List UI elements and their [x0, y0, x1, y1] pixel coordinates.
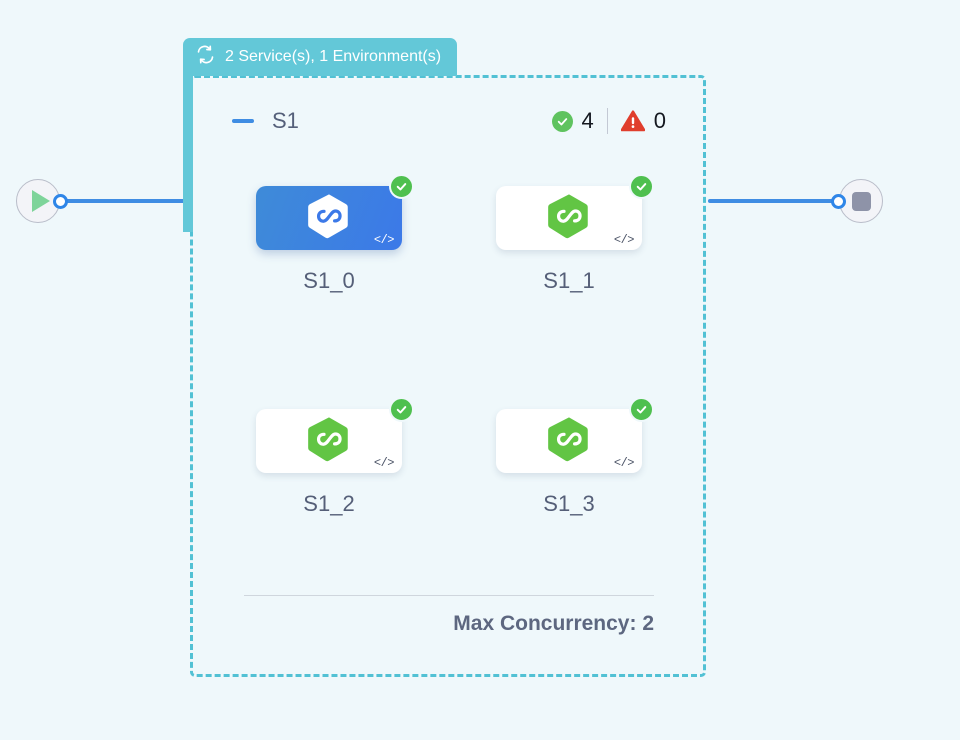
hexagon-infinity-icon: [544, 414, 594, 469]
group-tab-strip: [183, 74, 193, 232]
service-node-s1-1[interactable]: </> S1_1: [496, 174, 654, 294]
loop-icon: [195, 44, 216, 70]
check-badge-icon: [389, 174, 414, 199]
service-card[interactable]: </>: [256, 174, 414, 250]
check-badge-icon: [629, 397, 654, 422]
service-card[interactable]: </>: [256, 397, 414, 473]
service-node-s1-2[interactable]: </> S1_2: [256, 397, 414, 517]
check-badge-icon: [389, 397, 414, 422]
connector-start-to-group: [63, 199, 190, 203]
check-badge-icon: [629, 174, 654, 199]
footer-divider: [244, 595, 654, 596]
group-dashed-container: [190, 75, 706, 677]
service-node-s1-3[interactable]: </> S1_3: [496, 397, 654, 517]
play-icon: [31, 190, 50, 212]
service-label: S1_0: [303, 268, 355, 293]
hexagon-infinity-icon: [544, 191, 594, 246]
warning-count: 0: [653, 108, 666, 133]
section-title: S1: [272, 108, 299, 133]
status-divider: [606, 108, 608, 134]
service-card[interactable]: </>: [496, 397, 654, 473]
service-node-s1-0[interactable]: </> S1_0: [256, 174, 414, 294]
service-label: S1_2: [303, 491, 355, 516]
end-node-input-port[interactable]: [831, 194, 846, 209]
max-concurrency-label: Max Concurrency: 2: [453, 612, 654, 635]
check-circle-icon: [551, 110, 573, 132]
service-label: S1_1: [543, 268, 595, 293]
status-warning-group: 0: [620, 108, 666, 134]
code-icon: </>: [613, 456, 635, 470]
success-count: 4: [581, 108, 594, 133]
warning-triangle-icon: [620, 110, 645, 132]
service-label: S1_3: [543, 491, 595, 516]
group-tab-header[interactable]: 2 Service(s), 1 Environment(s): [183, 38, 458, 76]
code-icon: </>: [373, 456, 395, 470]
service-card[interactable]: </>: [496, 174, 654, 250]
connector-group-to-end: [708, 199, 835, 203]
hexagon-infinity-icon: [304, 191, 354, 246]
section-header-row: S1 4 0: [232, 104, 666, 138]
code-icon: </>: [373, 233, 395, 247]
stop-icon: [851, 191, 871, 211]
code-icon: </>: [613, 233, 635, 247]
start-node[interactable]: [16, 179, 60, 223]
start-node-output-port[interactable]: [53, 194, 68, 209]
status-success-group: 4: [551, 108, 594, 134]
group-tab-label: 2 Service(s), 1 Environment(s): [225, 48, 442, 65]
hexagon-infinity-icon: [304, 414, 354, 469]
minus-icon[interactable]: [232, 119, 254, 123]
